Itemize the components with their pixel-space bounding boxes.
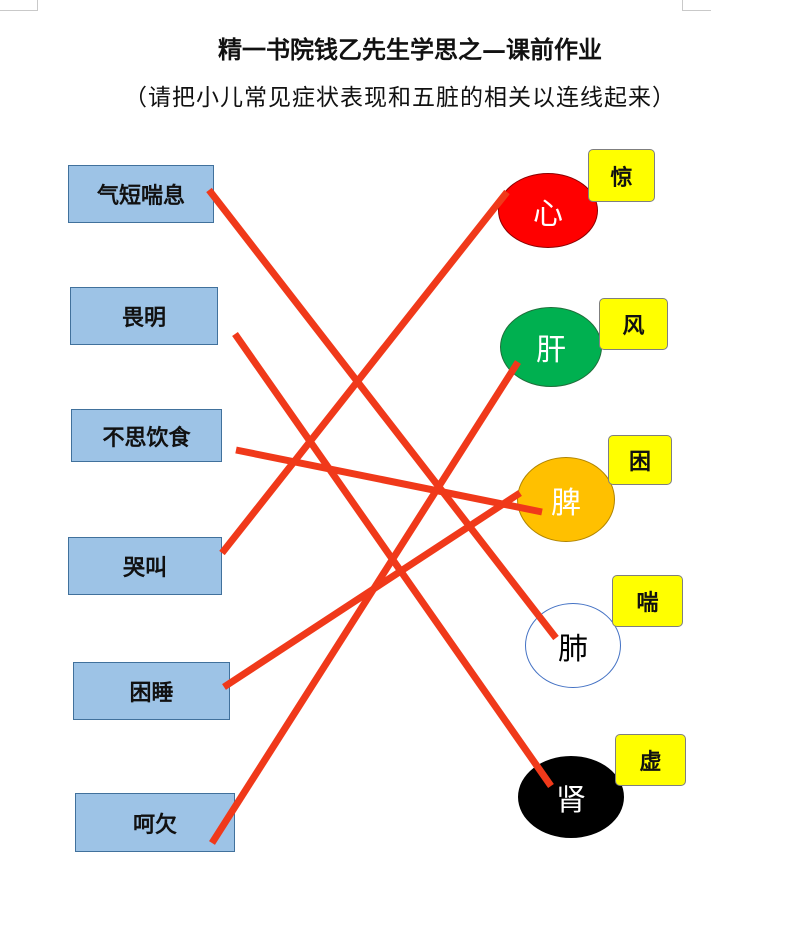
page-corner-mark-left <box>0 0 38 11</box>
symptom-box-yawning: 呵欠 <box>75 793 235 852</box>
symptom-box-photophobia: 畏明 <box>70 287 218 345</box>
organ-label: 脾 <box>551 485 581 521</box>
organ-label: 肺 <box>558 631 588 667</box>
organ-liver: 肝 <box>500 307 602 387</box>
organ-label: 心 <box>533 196 563 232</box>
tag-label: 虚 <box>639 749 662 775</box>
organ-label: 肝 <box>536 333 566 368</box>
tag-sleepy: 困 <box>608 435 672 485</box>
symptom-box-no-appetite: 不思饮食 <box>71 409 222 462</box>
tag-wheeze: 喘 <box>612 575 683 627</box>
symptom-label: 不思饮食 <box>102 424 191 451</box>
symptom-box-crying: 哭叫 <box>68 537 222 595</box>
symptom-label: 呵欠 <box>132 811 177 838</box>
symptom-label: 畏明 <box>121 305 166 331</box>
organ-heart: 心 <box>498 173 598 248</box>
tag-fright: 惊 <box>588 149 655 202</box>
page-corner-mark-right <box>682 0 711 11</box>
line-appetite-to-spleen <box>235 446 543 516</box>
tag-label: 困 <box>628 449 651 475</box>
organ-spleen: 脾 <box>517 457 615 542</box>
symptom-box-shortness-of-breath: 气短喘息 <box>68 165 214 223</box>
symptom-label: 哭叫 <box>122 555 167 581</box>
symptom-label: 气短喘息 <box>96 183 185 209</box>
line-breath-to-lung <box>206 187 559 641</box>
page-title: 精一书院钱乙先生学思之—课前作业 <box>218 35 602 64</box>
symptom-box-drowsy: 困睡 <box>73 662 230 720</box>
line-crying-to-heart <box>219 189 510 556</box>
line-yawning-to-liver <box>209 360 521 845</box>
tag-deficiency: 虚 <box>615 734 686 786</box>
tag-label: 惊 <box>610 164 633 191</box>
organ-label: 肾 <box>556 783 586 818</box>
tag-wind: 风 <box>599 298 668 350</box>
page-subtitle: （请把小儿常见症状表现和五脏的相关以连线起来） <box>124 85 676 111</box>
tag-label: 喘 <box>636 590 659 616</box>
symptom-label: 困睡 <box>129 680 174 706</box>
tag-label: 风 <box>622 313 645 339</box>
